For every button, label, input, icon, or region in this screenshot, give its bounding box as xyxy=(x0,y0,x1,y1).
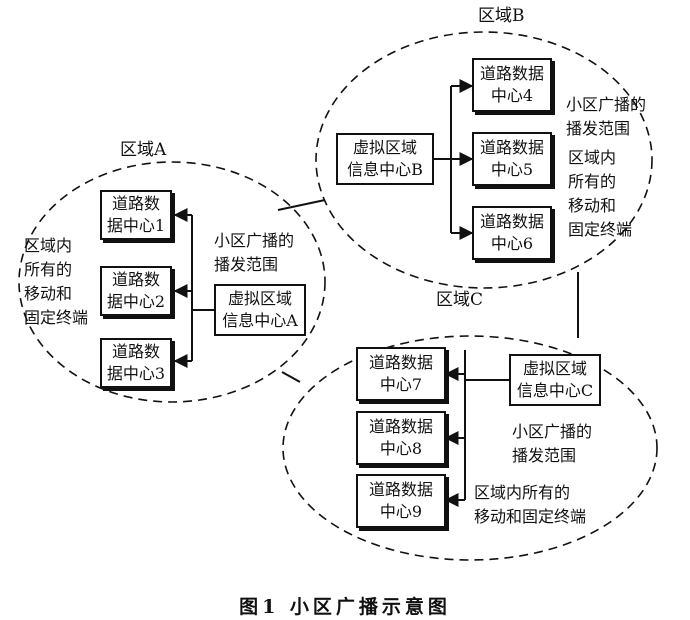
data-center-2-line-1: 道路数 xyxy=(111,270,160,289)
virtual-center-b-line-1: 虚拟区域 xyxy=(352,138,417,157)
virtual-center-c: 虚拟区域 信息中心C xyxy=(509,354,601,406)
data-center-5-line-2: 中心5 xyxy=(490,160,534,179)
terminals-b-line-1: 区域内 xyxy=(568,148,617,167)
data-center-2: 道路数 据中心2 xyxy=(100,266,172,316)
data-center-9: 道路数据 中心9 xyxy=(356,474,446,528)
data-center-9-line-2: 中心9 xyxy=(379,502,423,521)
data-center-3-line-1: 道路数 xyxy=(111,342,160,361)
terminals-a-line-2: 所有的 xyxy=(24,260,73,279)
broadcast-range-label-c: 小区广播的 播发范围 xyxy=(512,420,592,468)
data-center-9-line-1: 道路数据 xyxy=(368,480,433,499)
data-center-7-line-1: 道路数据 xyxy=(368,353,433,372)
terminals-label-c: 区域内所有的 移动和固定终端 xyxy=(474,481,586,529)
region-c-boundary xyxy=(282,335,658,561)
terminals-b-line-2: 所有的 xyxy=(568,172,617,191)
data-center-6-line-2: 中心6 xyxy=(490,234,534,253)
link-a-b xyxy=(277,199,326,211)
data-center-5-line-1: 道路数据 xyxy=(479,138,544,157)
virtual-center-b: 虚拟区域 信息中心B xyxy=(336,133,434,185)
terminals-label-b: 区域内 所有的 移动和 固定终端 xyxy=(568,146,632,242)
terminals-label-a: 区域内 所有的 移动和 固定终端 xyxy=(24,234,88,330)
data-center-8-line-2: 中心8 xyxy=(379,439,423,458)
broadcast-range-label-b: 小区广播的 播发范围 xyxy=(566,93,646,141)
data-center-2-line-2: 据中心2 xyxy=(106,292,166,311)
data-center-4-line-2: 中心4 xyxy=(490,86,534,105)
virtual-center-c-line-1: 虚拟区域 xyxy=(522,359,587,378)
region-b-title: 区域B xyxy=(478,6,525,26)
broadcast-range-c-line-2: 播发范围 xyxy=(512,446,577,465)
data-center-6-line-1: 道路数据 xyxy=(479,212,544,231)
data-center-1-line-1: 道路数 xyxy=(111,194,160,213)
data-center-5: 道路数据 中心5 xyxy=(472,132,552,186)
virtual-center-c-line-2: 信息中心C xyxy=(516,381,594,400)
data-center-6: 道路数据 中心6 xyxy=(472,206,552,260)
virtual-center-a: 虚拟区域 信息中心A xyxy=(214,284,306,336)
broadcast-range-b-line-2: 播发范围 xyxy=(566,119,631,138)
data-center-1: 道路数 据中心1 xyxy=(100,190,172,240)
terminals-a-line-3: 移动和 xyxy=(24,284,73,303)
virtual-center-a-line-1: 虚拟区域 xyxy=(227,289,292,308)
terminals-c-line-1: 区域内所有的 xyxy=(474,483,571,502)
terminals-b-line-4: 固定终端 xyxy=(568,220,633,239)
link-a-c xyxy=(281,371,301,383)
data-center-8-line-1: 道路数据 xyxy=(368,417,433,436)
virtual-center-b-line-2: 信息中心B xyxy=(347,160,423,179)
data-center-7: 道路数据 中心7 xyxy=(356,347,446,401)
terminals-c-line-2: 移动和固定终端 xyxy=(474,507,587,526)
region-a-title: 区域A xyxy=(120,140,167,160)
terminals-a-line-4: 固定终端 xyxy=(24,308,89,327)
broadcast-range-c-line-1: 小区广播的 xyxy=(512,422,593,441)
figure-caption: 图1 小区广播示意图 xyxy=(239,596,451,618)
terminals-b-line-3: 移动和 xyxy=(568,196,617,215)
data-center-7-line-2: 中心7 xyxy=(379,375,423,394)
virtual-center-a-line-2: 信息中心A xyxy=(222,311,298,330)
broadcast-range-a-line-2: 播发范围 xyxy=(214,255,279,274)
region-c-title: 区域C xyxy=(436,290,484,310)
broadcast-range-label-a: 小区广播的 播发范围 xyxy=(214,229,294,277)
region-a-boundary xyxy=(18,161,326,403)
data-center-3: 道路数 据中心3 xyxy=(100,338,172,388)
broadcast-range-b-line-1: 小区广播的 xyxy=(566,95,647,114)
data-center-8: 道路数据 中心8 xyxy=(356,411,446,465)
terminals-a-line-1: 区域内 xyxy=(24,236,73,255)
data-center-1-line-2: 据中心1 xyxy=(106,216,166,235)
data-center-4-line-1: 道路数据 xyxy=(479,64,544,83)
broadcast-range-a-line-1: 小区广播的 xyxy=(214,231,295,250)
region-b-boundary xyxy=(315,31,653,289)
data-center-4: 道路数据 中心4 xyxy=(472,58,552,112)
data-center-3-line-2: 据中心3 xyxy=(106,364,166,383)
